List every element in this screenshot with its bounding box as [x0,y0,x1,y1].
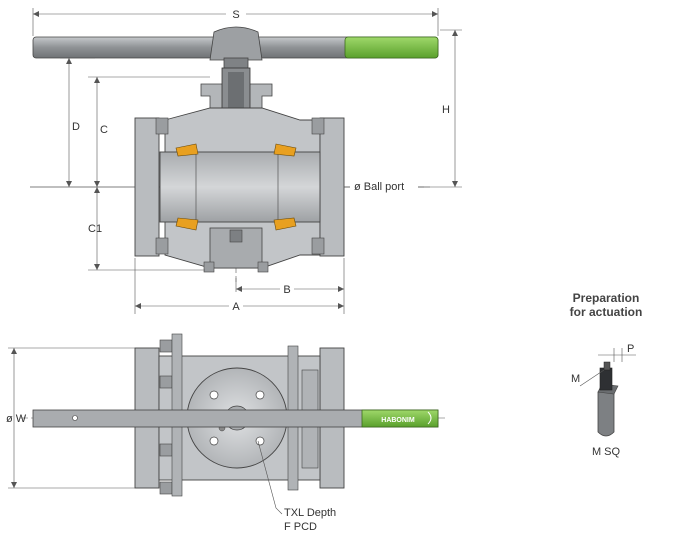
trunnion-pin [229,229,243,243]
brand-mark-icon [427,411,432,425]
dim-b-label: B [283,284,290,296]
left-bolt-top [155,117,169,135]
dim-m-line [579,369,605,387]
ball-port-label: ø Ball port [354,181,404,193]
right-flange [319,117,345,257]
dim-d-label: D [72,121,80,133]
dim-w-label: ø W [6,413,27,425]
right-bolt-top [311,117,325,135]
bottom-bolt-left [203,261,215,273]
f-pcd-label: F PCD [284,521,317,533]
handle-hub [209,26,263,61]
seat-bottom-right [273,217,297,231]
top-view: HABONIM ø W TXL Depth F PCD [6,333,445,533]
ball-port [159,151,321,223]
dim-c1-label: C1 [88,223,102,235]
plate-holes [209,390,265,446]
bottom-bolt-right [257,261,269,273]
front-view: S H D C C1 B A [30,7,462,314]
actuation-title-line2: for actuation [570,305,643,319]
seat-top-right [273,143,297,157]
txl-depth-label: TXL Depth [284,507,336,519]
actuation-stem [597,391,615,437]
dim-h-label: H [442,104,450,116]
brand-label: HABONIM [381,417,415,424]
dim-s-label: S [232,9,239,21]
right-bolt-bottom [311,237,325,255]
msq-label: M SQ [592,446,621,458]
left-bolt-bottom [155,237,169,255]
actuation-title-line1: Preparation [573,291,640,305]
seat-bottom-left [175,217,199,231]
handle-grip [344,36,439,59]
left-flange [134,117,160,257]
seat-top-left [175,143,199,157]
dim-m-label: M [571,373,580,385]
dim-p-label: P [627,343,634,355]
actuation-detail: Preparation for actuation P M M SQ [570,291,643,458]
top-handle-grip [361,409,439,428]
dim-a-label: A [232,301,240,313]
txl-leader [257,440,283,515]
dim-c-label: C [100,124,108,136]
